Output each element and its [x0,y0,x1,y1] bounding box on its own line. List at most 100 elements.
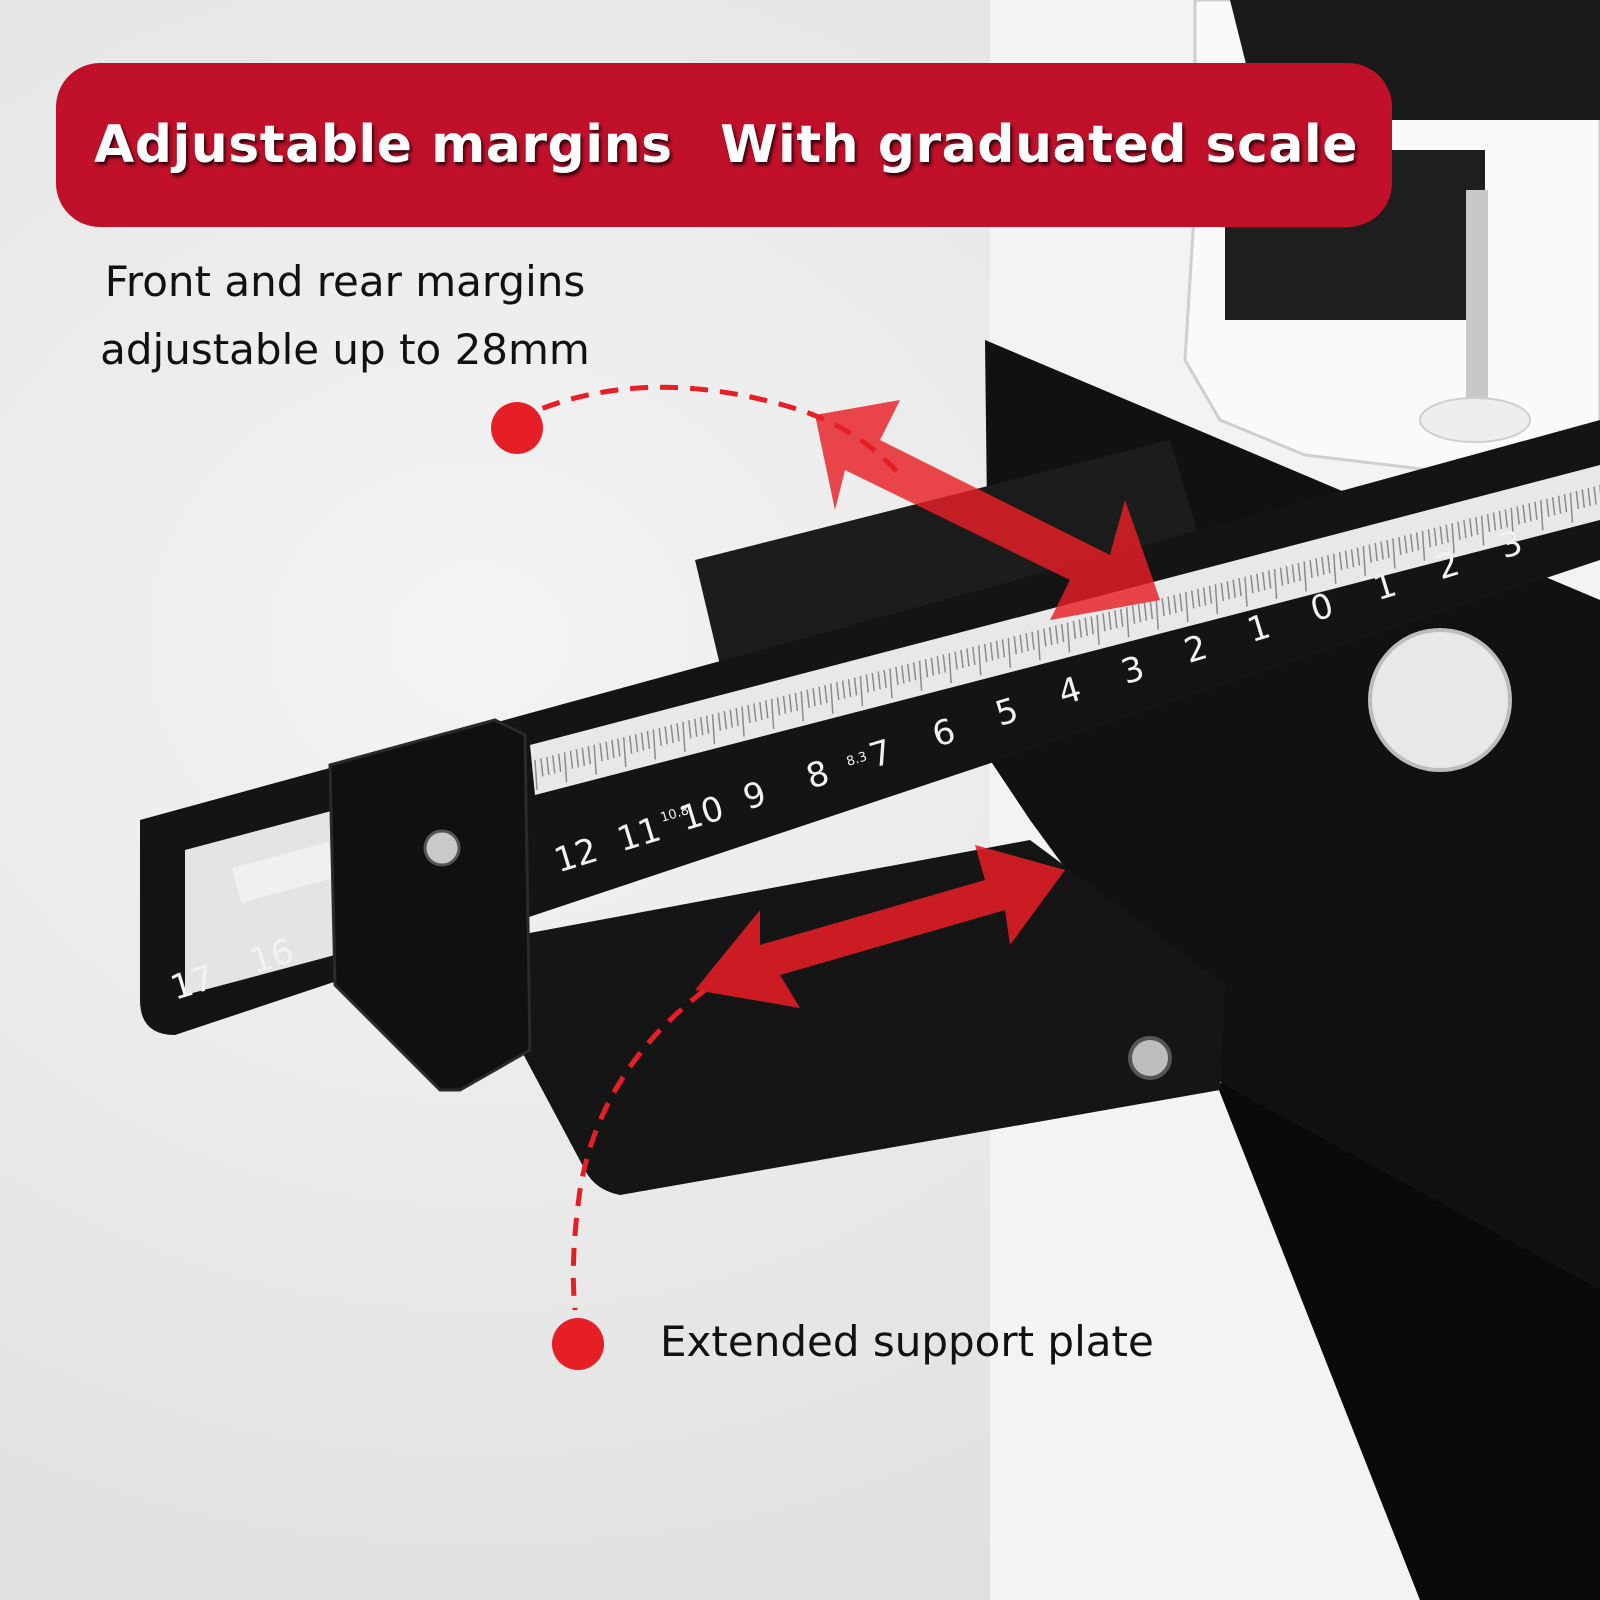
ruler-tick [1090,616,1094,635]
ruler-tick [853,677,858,696]
ruler-tick [883,669,887,688]
ruler-tick [1540,500,1544,531]
ruler-tick [581,747,586,766]
ruler-tick [782,695,787,714]
ruler-tick [640,732,645,751]
ruler-tick [1439,526,1443,545]
ruler-tick [1208,585,1213,604]
ruler-tick [1019,634,1023,653]
clamp-foot [1419,397,1531,443]
ruler-tick [1108,611,1112,630]
ruler-tick [1220,582,1225,601]
ruler-tick [1321,556,1325,575]
ruler-tick [1238,578,1242,597]
ruler-tick [1557,495,1562,514]
ruler-tick [966,648,970,667]
ruler-tick [1480,515,1485,546]
callout-dot-icon [552,1318,604,1370]
ruler-tick [1025,633,1029,652]
ruler-tick [1037,630,1041,661]
ruler-tick [1498,510,1503,530]
ruler-tick [1469,518,1473,537]
ruler-tick [1262,572,1266,591]
ruler-tick [788,694,793,713]
plate-screw [1128,1036,1172,1080]
ruler-tick [841,680,846,699]
ruler-tick [682,721,686,752]
ruler-tick [1125,607,1130,638]
ruler-tick [859,675,864,707]
ruler-tick [836,682,840,701]
ruler-tick [1309,559,1313,578]
ruler-tick [877,671,881,690]
ruler-tick [1173,594,1177,614]
ruler-tick [1433,527,1438,546]
ruler-tick [1551,497,1556,516]
ruler-tick [1445,524,1449,543]
ruler-tick [1362,546,1367,577]
ruler-tick [1232,579,1236,598]
ruler-tick [1084,617,1088,636]
ruler-tick [1409,533,1414,552]
ruler-tick [1179,593,1183,612]
ruler-tick [546,756,550,776]
ruler-tick [989,642,994,661]
ruler-tick [1031,631,1035,650]
ruler-tick [747,704,751,724]
carrier-block [695,440,1200,665]
ruler-tick [1356,547,1361,566]
ruler-tick [723,711,728,730]
support-plate-callout: Extended support plate [660,1317,1154,1366]
dashed-connector-icon [570,988,707,1311]
ruler-tick [534,759,538,791]
headline-banner: Adjustable margins With graduated scale [56,63,1392,227]
ruler-tick [1007,637,1012,668]
ruler-tick [818,686,822,705]
ruler-tick [741,706,745,737]
ruler-tick [1226,581,1230,600]
ruler-tick [735,707,739,727]
ruler-tick [1463,520,1467,539]
ruler-tick [1250,575,1254,594]
ruler-tick [1096,614,1100,645]
ruler-tick [907,663,911,682]
ruler-tick [1504,509,1509,528]
ruler-tick [924,659,929,678]
ruler-tick [563,752,568,783]
ruler-tick [942,654,946,673]
bracket-screw [423,829,461,867]
scale-small-mark: 8.3 [845,749,869,769]
ruler-tick [1214,584,1219,615]
ruler-tick [753,703,757,722]
ruler-tick [1546,498,1550,517]
ruler-tick [954,651,958,670]
ruler-tick [1415,532,1420,551]
ruler-tick [972,646,976,666]
ruler-tick [1161,597,1165,617]
ruler-tick [717,712,722,731]
ruler-tick [1427,529,1432,548]
ruler-tick [593,744,597,775]
ruler-tick [575,749,580,768]
ruler-tick [895,666,899,685]
dashed-connector-icon [513,384,902,477]
ruler-tick [694,718,698,737]
ruler-tick [1327,555,1331,574]
callout-dot-icon [491,402,543,454]
ruler-tick [1522,504,1526,523]
ruler-tick [776,697,781,716]
ruler-tick [1256,573,1260,592]
ruler-tick [611,740,615,759]
ruler-tick [540,758,544,777]
ruler-tick [794,692,799,711]
ruler-tick [1368,544,1372,563]
ruler-tick [1114,610,1118,629]
ruler-tick [1315,558,1319,577]
ruler-tick [664,726,668,745]
ruler-tick [759,701,763,721]
ruler-tick [1279,567,1284,586]
ruler-tick [1534,501,1538,520]
ruler-tick [1149,601,1154,620]
ruler-tick [1510,507,1514,538]
